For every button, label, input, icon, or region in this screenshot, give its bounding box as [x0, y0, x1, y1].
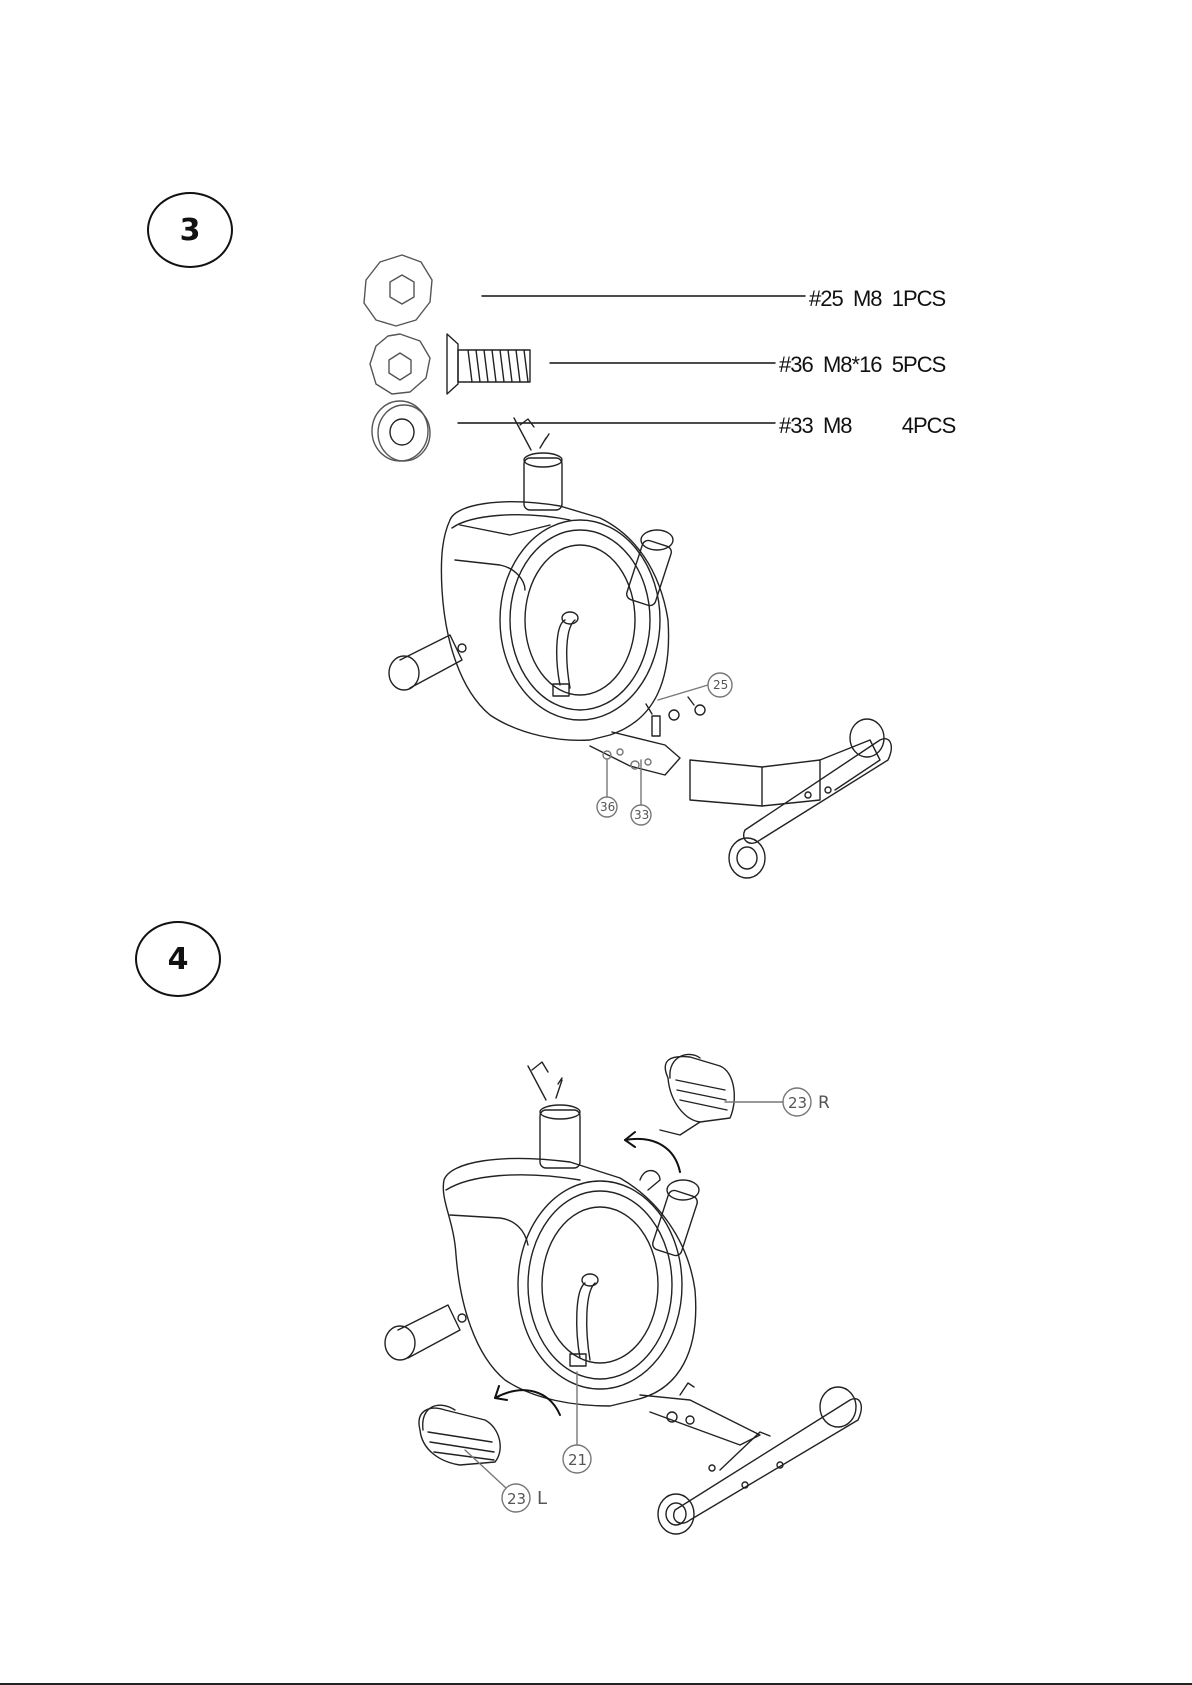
- bike-frame-step3: [389, 418, 680, 775]
- callout-right-side: R: [818, 1093, 830, 1113]
- callout-25: 25: [713, 678, 728, 692]
- rotation-arrow-right-icon: [625, 1132, 680, 1172]
- bike-frame-step4: [385, 1062, 760, 1445]
- front-stabilizer-step4: [658, 1387, 861, 1534]
- callout-markers-step4: [465, 1088, 811, 1512]
- callout-33: 33: [634, 808, 649, 822]
- bolt-icon: [370, 334, 530, 394]
- washer-icon: [372, 401, 430, 461]
- callout-23-right: 23: [788, 1094, 807, 1112]
- front-stabilizer-step3: [646, 697, 891, 878]
- callout-21: 21: [568, 1451, 587, 1469]
- callout-36: 36: [600, 800, 615, 814]
- rotation-arrow-left-icon: [495, 1386, 560, 1415]
- pedal-right-icon: [660, 1054, 734, 1135]
- pedal-left-icon: [419, 1405, 500, 1465]
- nut-icon: [364, 255, 432, 326]
- callout-left-side: L: [537, 1488, 547, 1509]
- callout-23-left: 23: [507, 1490, 526, 1508]
